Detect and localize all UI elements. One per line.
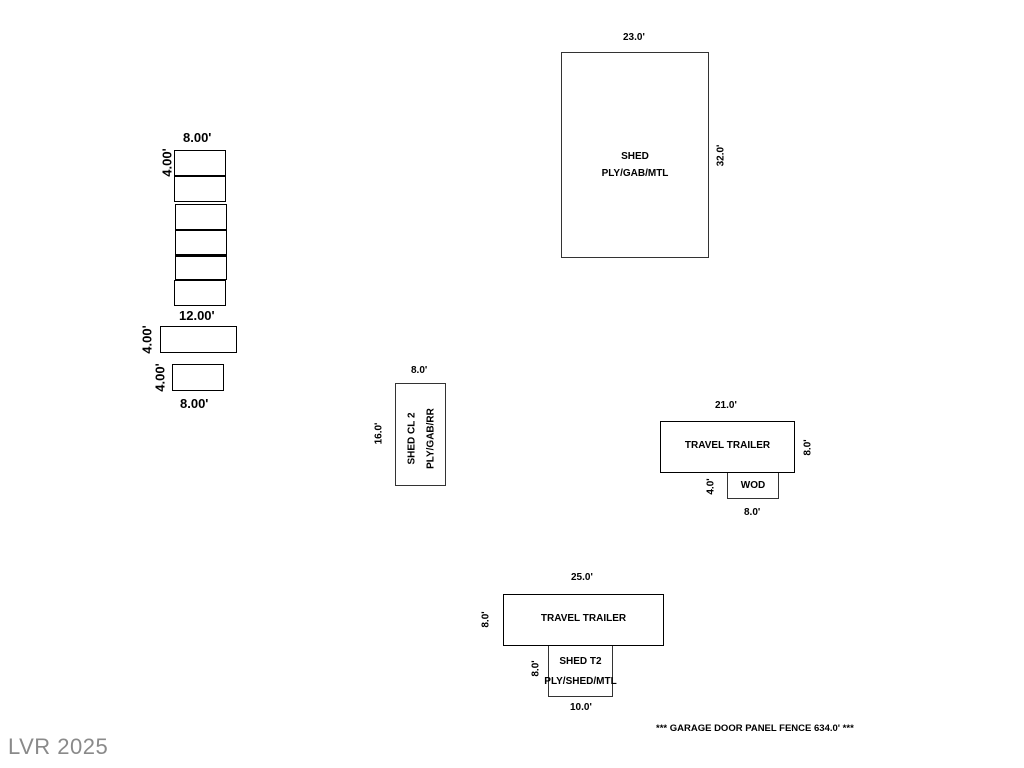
mid-height-label: 4.00' — [139, 325, 155, 354]
wod-name: WOD — [740, 480, 766, 491]
shed-t2-rect — [548, 646, 613, 697]
trailer-right-width: 21.0' — [715, 400, 737, 411]
shed-t2-construction: PLY/SHED/MTL — [544, 676, 617, 687]
wod-height: 4.0' — [705, 478, 717, 495]
top-height-label: 4.00' — [159, 148, 175, 177]
watermark: LVR 2025 — [8, 734, 109, 759]
wod-width: 8.0' — [744, 507, 761, 518]
small-rect-1 — [174, 150, 226, 176]
trailer-bottom-width: 25.0' — [571, 572, 593, 583]
small-rect-5 — [175, 255, 227, 280]
shed-cl2-length: 16.0' — [373, 422, 385, 445]
shed-main-construction: PLY/GAB/MTL — [601, 168, 669, 179]
shed-t2-name: SHED T2 — [559, 656, 602, 667]
trailer-right-height: 8.0' — [802, 439, 814, 456]
trailer-bottom-name: TRAVEL TRAILER — [540, 613, 627, 624]
small-rect-wide — [160, 326, 237, 353]
shed-cl2-name: SHED CL 2 — [406, 412, 418, 465]
shed-t2-width: 10.0' — [570, 702, 592, 713]
trailer-right-rect — [660, 421, 795, 473]
small-rect-3 — [175, 204, 227, 230]
small-rect-2 — [174, 176, 226, 202]
bottom-width-label: 8.00' — [180, 396, 209, 411]
fence-footnote: *** GARAGE DOOR PANEL FENCE 634.0' *** — [656, 723, 854, 734]
top-width-label: 8.00' — [183, 130, 212, 145]
shed-cl2-construction: PLY/GAB/RR — [425, 408, 437, 469]
mid-width-label: 12.00' — [179, 308, 215, 323]
shed-cl2-rect — [395, 383, 446, 486]
trailer-right-name: TRAVEL TRAILER — [684, 440, 771, 451]
shed-cl2-width: 8.0' — [411, 365, 428, 376]
shed-main-rect — [561, 52, 709, 258]
shed-main-width: 23.0' — [623, 32, 645, 43]
shed-t2-height: 8.0' — [530, 660, 542, 677]
small-rect-4 — [175, 230, 227, 255]
trailer-bottom-rect — [503, 594, 664, 646]
shed-main-name: SHED — [621, 151, 649, 162]
small-rect-bottom — [172, 364, 224, 391]
shed-main-length: 32.0' — [715, 144, 727, 167]
small-rect-6 — [174, 280, 226, 306]
wod-rect — [727, 473, 779, 499]
trailer-bottom-height: 8.0' — [480, 611, 492, 628]
bottom-height-label: 4.00' — [152, 363, 168, 392]
